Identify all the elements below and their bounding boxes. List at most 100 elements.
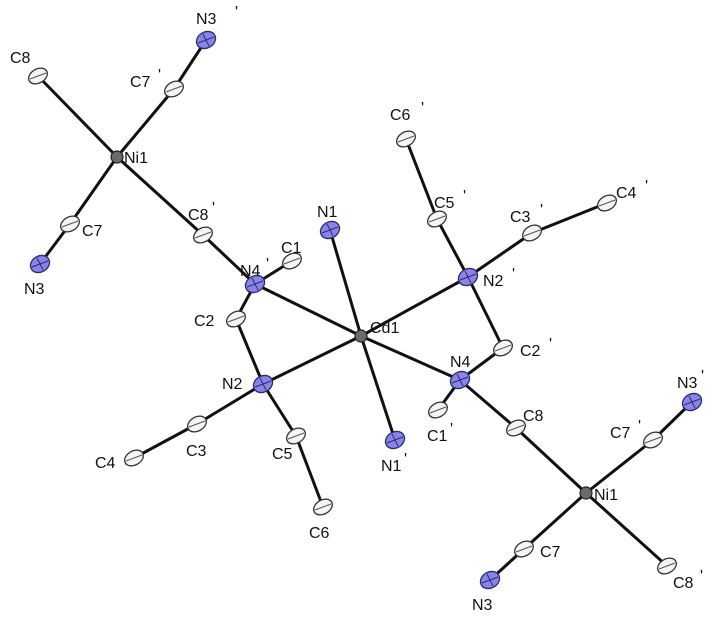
atom-c6-b	[313, 498, 333, 516]
atom-c2-b	[493, 339, 513, 357]
bond-cd1-n1-b	[359, 334, 397, 442]
prime-mark: '	[421, 100, 424, 117]
atom-label-c7-c: C7	[610, 425, 631, 442]
atom-label-c7-b: C7	[82, 223, 103, 240]
atom-c5-a	[427, 210, 447, 228]
atom-n2-b	[252, 374, 274, 394]
atom-label-c7-a: C7	[130, 74, 151, 91]
atom-c8-b	[193, 226, 213, 244]
prime-mark: '	[450, 421, 453, 438]
prime-mark: '	[645, 178, 648, 195]
atom-c8-d	[657, 557, 677, 575]
atom-label-n2-a: N2	[483, 273, 504, 290]
atom-c1-a	[282, 252, 302, 270]
prime-mark: '	[701, 368, 704, 385]
atom-c2-a	[226, 310, 246, 328]
bond-c2-a-n2-b	[234, 317, 265, 386]
bond-n2-b-c5-b	[261, 382, 298, 438]
atom-n4-a	[244, 274, 266, 294]
atom-label-n3-a: N3	[196, 11, 217, 28]
atom-label-n1-a: N1	[317, 204, 338, 221]
atom-c1-b	[428, 401, 448, 419]
atom-c7-a	[164, 80, 184, 98]
atom-label-c3-a: C3	[510, 209, 531, 226]
atom-label-c6-b: C6	[309, 525, 330, 542]
atom-label-n3-c: N3	[677, 375, 698, 392]
atom-c3-a	[522, 224, 542, 242]
atom-n1-a	[319, 220, 341, 240]
atom-label-n4-a: N4	[240, 263, 261, 280]
atom-label-c8-c: C8	[523, 408, 544, 425]
bond-cd1-n4-b	[359, 334, 462, 382]
bond-n4-a-cd1	[253, 282, 363, 338]
atom-c8-c	[506, 419, 526, 437]
atom-label-cd1: Cd1	[370, 320, 399, 337]
bond-n1-a-cd1	[328, 228, 363, 338]
atom-label-n3-b: N3	[24, 281, 45, 298]
bond-cd1-n2-a	[359, 275, 470, 338]
atom-ni1-a	[110, 150, 124, 164]
atom-n3-a	[195, 30, 217, 50]
atom-label-n3-d: N3	[472, 597, 493, 614]
bond-ni1-a-c8-b	[115, 155, 205, 237]
atom-cd1	[354, 329, 368, 343]
atom-label-c1-b: C1	[427, 428, 448, 445]
atom-c7-c	[643, 431, 663, 449]
atom-label-c1-a: C1	[281, 240, 302, 257]
bond-ni1-a-c8-a	[36, 74, 119, 159]
bond-c5-b-c6-b	[294, 434, 325, 509]
atom-label-c8-d: C8	[673, 575, 694, 592]
prime-mark: '	[266, 256, 269, 273]
prime-mark: '	[549, 336, 552, 353]
atom-n4-b	[449, 370, 471, 390]
bond-c3-a-c4-a	[530, 201, 609, 235]
atom-n2-a	[457, 267, 479, 287]
prime-mark: '	[463, 188, 466, 205]
bond-ni1-b-c7-d	[522, 491, 588, 551]
prime-mark: '	[540, 202, 543, 219]
atom-label-c8-b: C8	[188, 207, 209, 224]
bond-n2-a-c5-a	[435, 217, 470, 279]
atom-label-c5-a: C5	[434, 195, 455, 212]
prime-mark: '	[700, 568, 703, 585]
atom-label-c4-b: C4	[95, 455, 116, 472]
atom-c5-b	[286, 427, 306, 445]
atom-c7-b	[60, 215, 80, 233]
bond-c5-a-c6-a	[404, 137, 439, 221]
bond-c8-c-ni1-b	[514, 426, 588, 495]
atom-label-n4-b: N4	[450, 354, 471, 371]
atom-label-n1-b: N1	[381, 458, 402, 475]
bond-n2-a-c2-b	[466, 275, 505, 350]
atom-n1-b	[384, 430, 406, 450]
atom-n3-c	[681, 392, 703, 412]
atom-label-ni1-a: Ni1	[124, 150, 148, 167]
bond-c8-b-n4-a	[201, 233, 257, 286]
atom-label-c7-d: C7	[540, 544, 561, 561]
atom-label-c3-b: C3	[186, 443, 207, 460]
atom-ni1-b	[579, 486, 593, 500]
atom-label-c4-a: C4	[616, 185, 637, 202]
atom-c4-b	[124, 449, 144, 467]
atom-c6-a	[396, 130, 416, 148]
atom-label-c8-a: C8	[10, 50, 31, 67]
atom-label-c6-a: C6	[390, 107, 411, 124]
atom-c4-a	[597, 194, 617, 212]
atom-n3-d	[479, 570, 501, 590]
bond-ni1-a-c7-b	[68, 155, 119, 226]
atom-label-n2-b: N2	[222, 376, 243, 393]
atom-label-c2-b: C2	[520, 343, 541, 360]
bond-ni1-b-c8-d	[584, 491, 669, 568]
atom-c7-d	[514, 540, 534, 558]
prime-mark: '	[512, 266, 515, 283]
atom-label-c2-a: C2	[194, 313, 215, 330]
atom-label-ni1-b: Ni1	[594, 487, 618, 504]
bond-ni1-b-c7-c	[584, 438, 655, 495]
prime-mark: '	[235, 4, 238, 21]
bond-cd1-n2-b	[261, 334, 363, 386]
atom-label-c5-b: C5	[272, 446, 293, 463]
prime-mark: '	[212, 200, 215, 217]
bond-n2-b-c3-b	[195, 382, 265, 426]
bond-n4-b-c8-c	[458, 378, 518, 430]
